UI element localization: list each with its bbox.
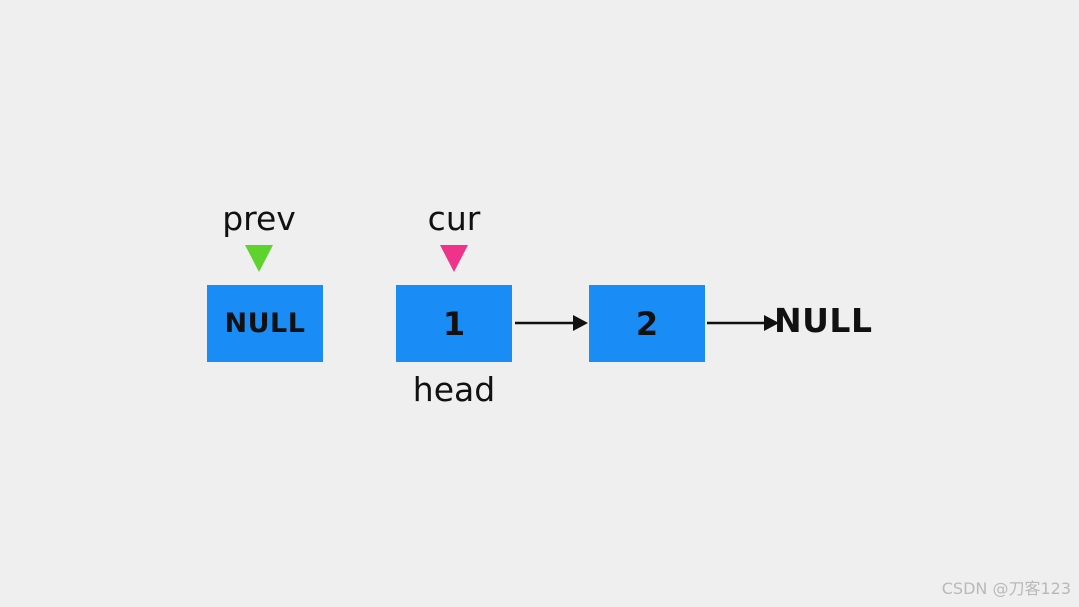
node-value: 1 <box>442 304 466 343</box>
prev-pointer-triangle-icon <box>245 245 273 272</box>
tail-null-label: NULL <box>774 301 873 340</box>
prev-pointer-label: prev <box>222 199 296 238</box>
list-node-null: NULL <box>207 285 323 362</box>
arrow-node1-to-node2 <box>515 315 588 331</box>
node-value: 2 <box>635 304 659 343</box>
head-label: head <box>412 370 496 409</box>
watermark: CSDN @刀客123 <box>941 579 1071 598</box>
node-value: NULL <box>224 308 306 339</box>
cur-pointer-triangle-icon <box>440 245 468 272</box>
cur-pointer-label: cur <box>427 199 481 238</box>
list-node-2: 2 <box>589 285 705 362</box>
arrow-node2-to-null <box>707 315 779 331</box>
list-node-1: 1 <box>396 285 512 362</box>
